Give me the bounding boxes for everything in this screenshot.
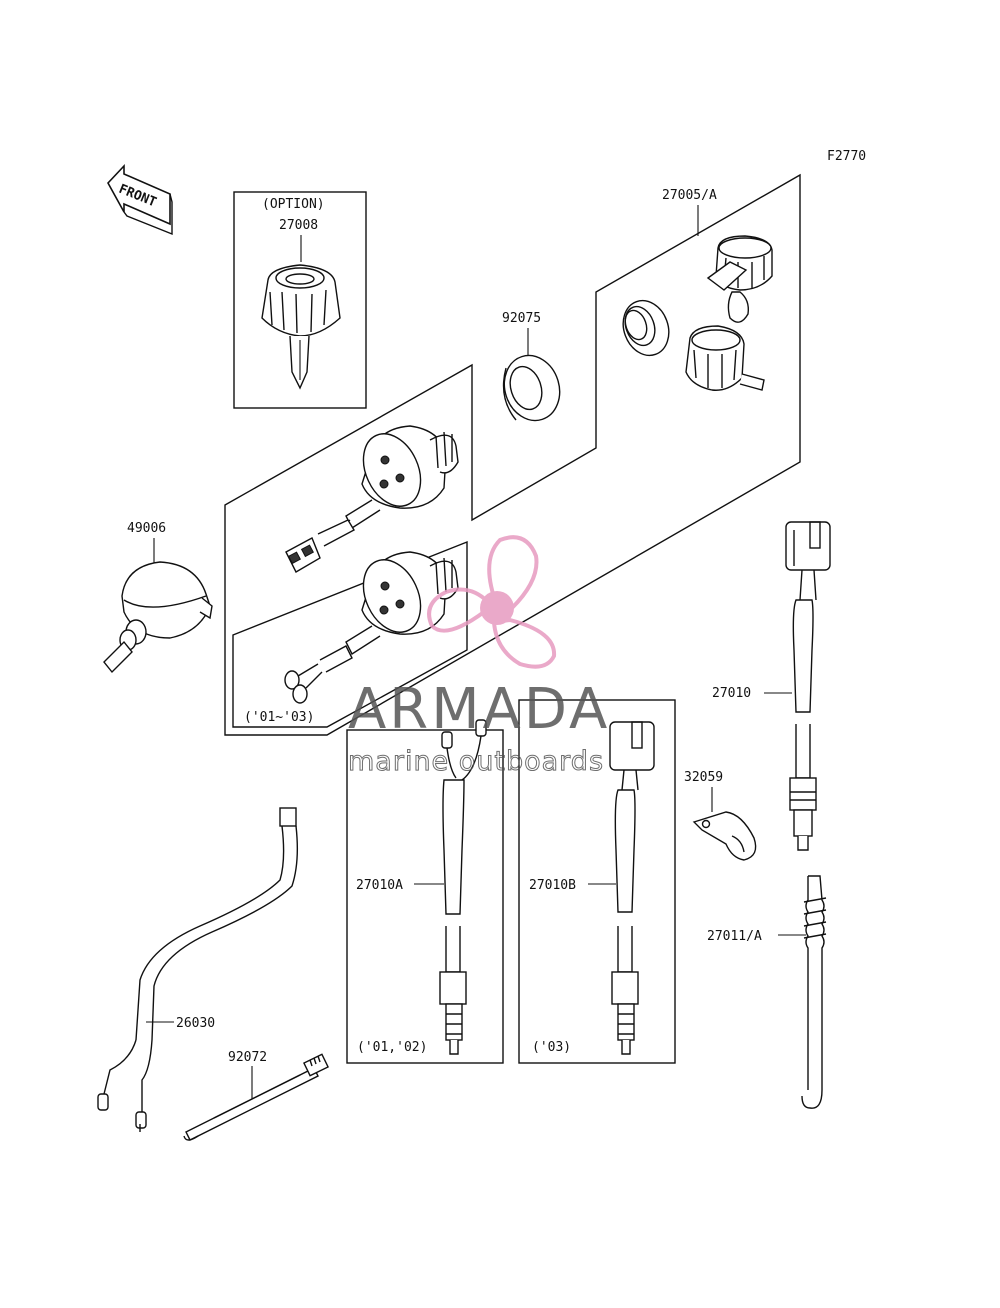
- seal-ring-27005A: [622, 299, 670, 357]
- figure-code: F2770: [827, 149, 866, 164]
- part-label-27008: 27008: [279, 218, 318, 233]
- sensor-27010: [785, 521, 831, 851]
- part-label-27005A: 27005/A: [662, 188, 717, 203]
- part-label-26030: 26030: [176, 1016, 215, 1031]
- buzzer-49006: [103, 561, 213, 674]
- part-label-32059: 32059: [684, 770, 723, 785]
- year-label-sensor-a: ('01,'02): [357, 1040, 427, 1055]
- part-label-27010A: 27010A: [356, 878, 403, 893]
- clamp-32059: [692, 811, 757, 861]
- part-label-27010B: 27010B: [529, 878, 576, 893]
- sensor-27010A: [439, 719, 487, 1055]
- part-label-27011A: 27011/A: [707, 929, 762, 944]
- sensor-27010B: [609, 721, 655, 1055]
- part-label-49006: 49006: [127, 521, 166, 536]
- watermark-tagline: marine outboards: [348, 746, 604, 777]
- part-label-92075: 92075: [502, 311, 541, 326]
- watermark-brand: ARMADA: [348, 677, 610, 742]
- switch-cap-27005A: [685, 235, 773, 391]
- part-label-92072: 92072: [228, 1050, 267, 1065]
- propeller-logo-icon: [427, 535, 557, 669]
- cable-27011A: [801, 875, 827, 1109]
- ignition-switch-inset: [284, 551, 459, 704]
- year-label-switch-inset: ('01~'03): [244, 710, 314, 725]
- front-arrow-icon: FRONT: [107, 163, 173, 236]
- seal-92075: [502, 354, 561, 422]
- option-label: (OPTION): [262, 197, 325, 212]
- option-box: (OPTION) 27008: [233, 191, 367, 409]
- ignition-switch: [285, 425, 459, 573]
- box-27010A: 27010A ('01,'02): [346, 719, 504, 1064]
- switch-assembly-frame: [224, 173, 801, 736]
- year-label-sensor-b: ('03): [532, 1040, 571, 1055]
- armada-watermark: ARMADA marine outboards: [348, 535, 610, 778]
- ignition-key-27008: [261, 264, 341, 390]
- cable-tie-92072: [183, 1053, 329, 1141]
- harness-26030: [97, 807, 299, 1132]
- part-label-27010: 27010: [712, 686, 751, 701]
- box-27010B: 27010B ('03): [518, 699, 676, 1064]
